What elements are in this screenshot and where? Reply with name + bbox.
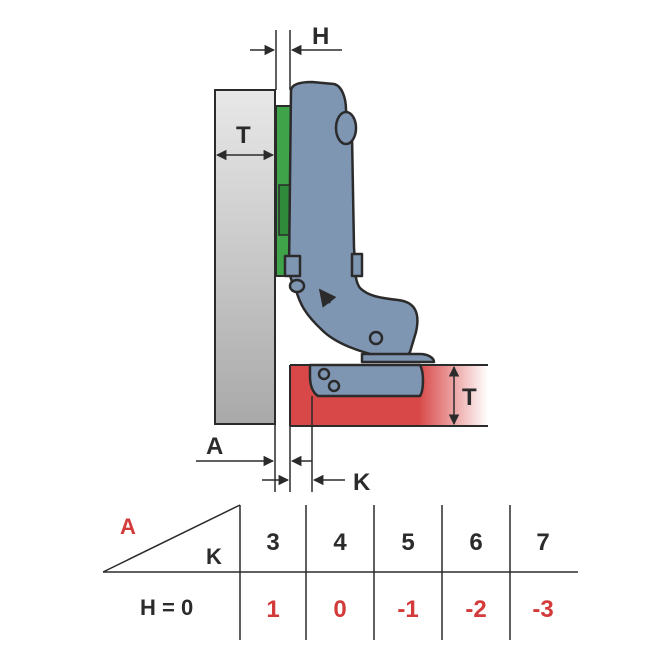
a-k-dimensions — [196, 396, 345, 492]
value-cell: 0 — [333, 596, 346, 623]
label-t-cabinet: T — [462, 384, 477, 411]
table-corner-k: K — [206, 544, 222, 569]
column-header: 3 — [266, 529, 279, 556]
label-a: A — [206, 433, 223, 460]
column-header: 7 — [536, 529, 549, 556]
value-cell: -1 — [397, 596, 418, 623]
label-k: K — [353, 469, 371, 496]
label-h: H — [312, 23, 329, 50]
value-cell: 1 — [266, 596, 279, 623]
table-corner-a: A — [120, 514, 136, 539]
value-cell: -3 — [532, 596, 553, 623]
door-panel — [214, 89, 276, 425]
column-header: 6 — [469, 529, 482, 556]
table-row-label: H = 0 — [140, 595, 193, 620]
hinge-arm — [283, 80, 436, 398]
value-table: A K H = 0 3 4 5 6 7 1 0 -1 -2 -3 — [102, 504, 578, 640]
label-t-door: T — [236, 122, 251, 149]
column-header: 4 — [333, 529, 347, 556]
column-header: 5 — [401, 529, 414, 556]
h-dimension — [250, 30, 342, 90]
value-cell: -2 — [465, 596, 486, 623]
